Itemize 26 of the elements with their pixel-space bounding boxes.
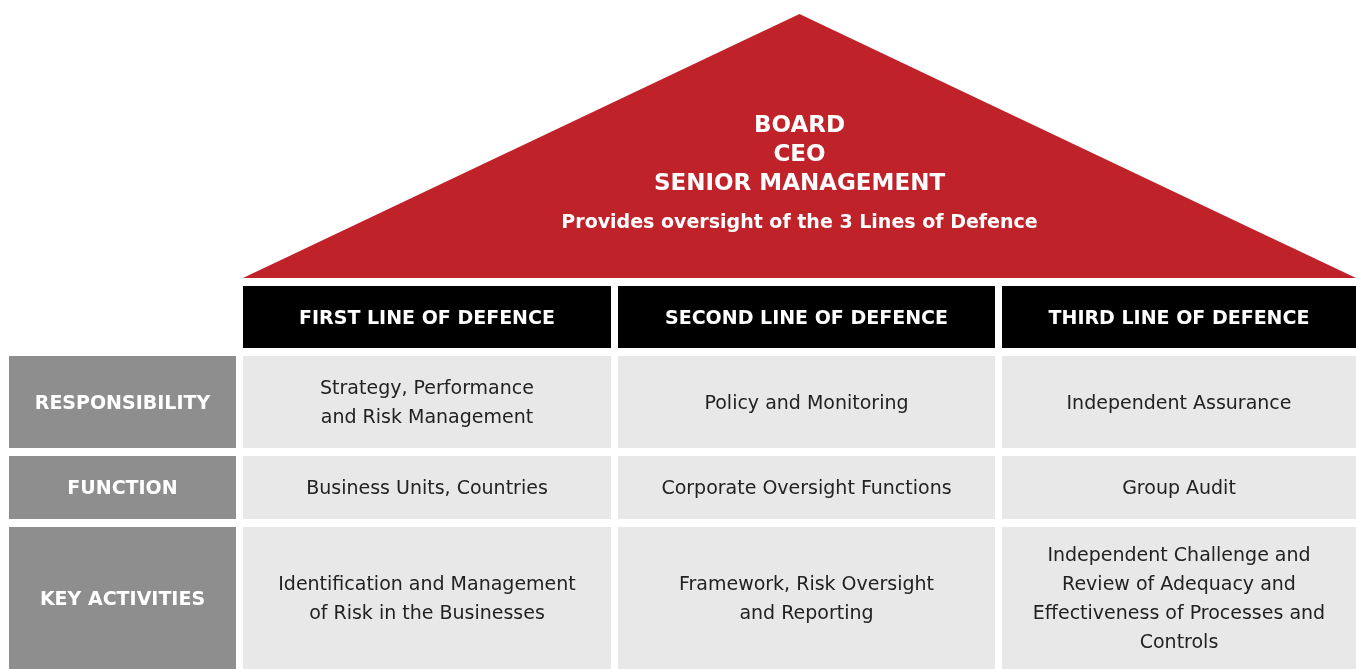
- row-header: [9, 527, 236, 669]
- cell-text: Strategy, Performance and Risk Management: [319, 375, 535, 429]
- header-text: FIRST LINE OF DEFENCE: [299, 304, 555, 330]
- cell-text: Corporate Oversight Functions: [661, 475, 952, 500]
- column-header: [243, 286, 611, 348]
- cell-text: Independent Challenge and Review of Adequacy and Effectiveness of Processes and Controls: [1031, 542, 1327, 654]
- header-text: KEY ACTIVITIES: [39, 585, 206, 611]
- column-header: [618, 286, 995, 348]
- roof-title: CEO: [773, 139, 826, 168]
- column-header: [1002, 286, 1356, 348]
- header-text: RESPONSIBILITY: [34, 389, 211, 415]
- cell-text: Business Units, Countries: [306, 475, 548, 500]
- subtitle: Provides oversight of the 3 Lines of Defence: [561, 209, 1038, 234]
- row-header: [9, 356, 236, 448]
- cell-text: Framework, Risk Oversight and Reporting: [677, 571, 936, 625]
- cell-text: Group Audit: [1122, 475, 1236, 500]
- roof-title: SENIOR MANAGEMENT: [653, 168, 946, 197]
- header-text: SECOND LINE OF DEFENCE: [665, 304, 948, 330]
- cell-text: Policy and Monitoring: [704, 389, 909, 415]
- row-header: [9, 456, 236, 519]
- roof-triangle: [243, 14, 1356, 278]
- roof-title: BOARD: [753, 110, 846, 139]
- header-text: FUNCTION: [67, 475, 178, 500]
- cell-text: Identification and Management of Risk in the Businesses: [277, 571, 577, 625]
- header-text: THIRD LINE OF DEFENCE: [1048, 304, 1310, 330]
- cell-text: Independent Assurance: [1066, 389, 1292, 415]
